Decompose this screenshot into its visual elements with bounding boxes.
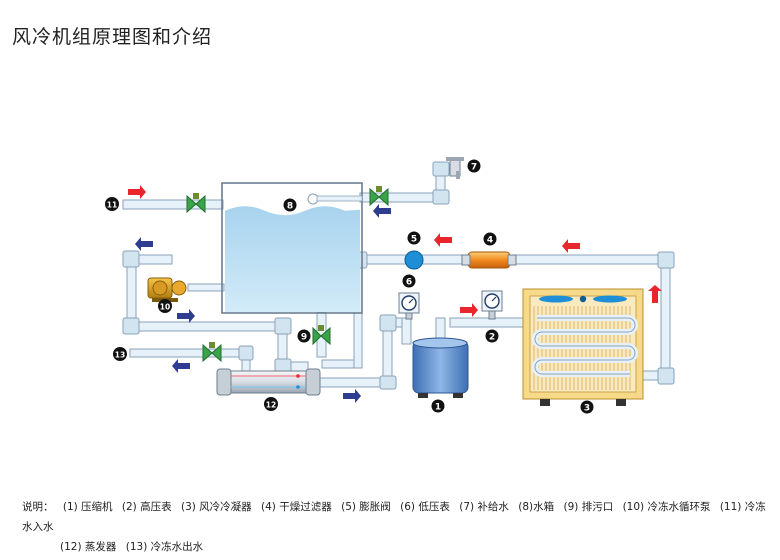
marker-10: 10 — [158, 299, 172, 313]
svg-text:3: 3 — [584, 404, 590, 414]
circulation-pump — [147, 277, 187, 302]
svg-text:10: 10 — [160, 303, 170, 312]
valve-outlet — [202, 342, 222, 363]
svg-text:11: 11 — [107, 201, 117, 210]
legend: 说明： (1) 压缩机 (2) 高压表 (3) 风冷冷凝器 (4) 干燥过滤器 … — [22, 497, 772, 557]
marker-13: 13 — [113, 347, 127, 361]
svg-text:5: 5 — [411, 235, 417, 245]
arrow-inlet — [128, 185, 146, 199]
arrow-evap-out — [343, 389, 361, 403]
legend-item: (12) 蒸发器 — [60, 541, 117, 553]
marker-2: 2 — [485, 329, 499, 343]
valve-makeup — [369, 186, 389, 207]
legend-item: (11) 冷冻水入水 — [22, 501, 766, 533]
svg-text:2: 2 — [489, 333, 495, 343]
valve-drain — [312, 325, 331, 346]
legend-item: (2) 高压表 — [121, 501, 172, 513]
marker-3: 3 — [580, 400, 594, 414]
arrow-makeup — [373, 204, 391, 218]
svg-text:7: 7 — [471, 163, 477, 173]
svg-text:8: 8 — [287, 202, 293, 212]
arrow-pump-bottom — [177, 309, 195, 323]
markers: 1 2 3 4 5 6 7 8 9 10 11 12 13 — [105, 159, 594, 414]
legend-item: (6) 低压表 — [400, 501, 450, 513]
flow-arrows — [128, 185, 662, 403]
marker-5: 5 — [407, 231, 421, 245]
legend-item: (13) 冷冻水出水 — [125, 541, 204, 553]
marker-7: 7 — [467, 159, 481, 173]
marker-11: 11 — [105, 197, 119, 211]
marker-9: 9 — [297, 329, 311, 343]
high-pressure-gauge — [481, 290, 503, 320]
svg-text:6: 6 — [406, 278, 412, 288]
legend-item: (3) 风冷冷凝器 — [180, 501, 252, 513]
arrow-outlet — [172, 359, 190, 373]
marker-1: 1 — [431, 399, 445, 413]
legend-item: (8)水箱 — [518, 501, 555, 513]
arrow-top-right — [562, 239, 580, 253]
expansion-valve — [404, 250, 424, 270]
marker-8: 8 — [283, 198, 297, 212]
marker-4: 4 — [483, 232, 497, 246]
compressor — [412, 337, 469, 398]
legend-item: (5) 膨胀阀 — [341, 501, 391, 513]
svg-text:4: 4 — [487, 236, 493, 246]
low-pressure-gauge — [398, 292, 420, 320]
legend-item: (1) 压缩机 — [62, 501, 113, 513]
diagram-title: 风冷机组原理图和介绍 — [12, 26, 213, 48]
marker-12: 12 — [264, 397, 278, 411]
dryer-filter — [461, 251, 517, 269]
marker-6: 6 — [402, 274, 416, 288]
valve-inlet — [186, 193, 206, 214]
water-tank — [221, 182, 363, 314]
legend-item: (9) 排污口 — [563, 501, 614, 513]
evaporator — [216, 368, 321, 396]
svg-text:9: 9 — [301, 333, 307, 343]
legend-item: (7) 补给水 — [459, 501, 509, 513]
legend-prefix: 说明： — [22, 501, 54, 513]
chiller-diagram: 1 2 3 4 5 6 7 8 9 10 11 12 13 — [105, 157, 675, 414]
svg-text:12: 12 — [266, 401, 276, 410]
arrow-up-right — [648, 285, 662, 303]
svg-text:13: 13 — [115, 351, 125, 360]
air-cooled-condenser — [522, 288, 644, 406]
arrow-pump-top — [135, 237, 153, 251]
arrow-filter-to-exp — [434, 233, 452, 247]
legend-item: (4) 干燥过滤器 — [261, 501, 332, 513]
svg-text:1: 1 — [435, 403, 441, 413]
arrow-to-condenser — [460, 303, 478, 317]
legend-item: (10) 冷冻水循环泵 — [622, 501, 711, 513]
faucet — [446, 157, 464, 179]
